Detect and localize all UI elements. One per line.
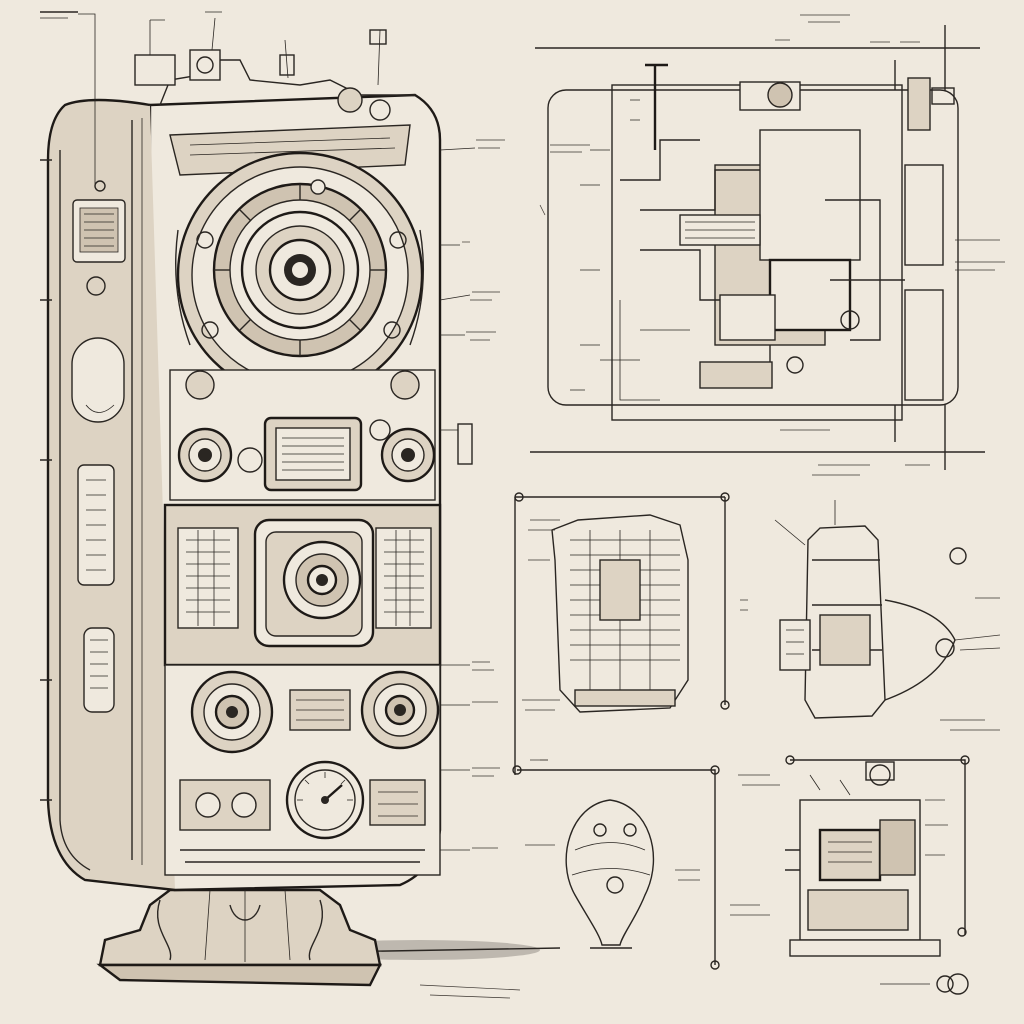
- mid-left-block-view: [514, 492, 730, 775]
- bottom-right-assembly-view: [730, 755, 970, 995]
- bottom-left-pod-view: [512, 759, 720, 970]
- mid-right-side-view: [740, 500, 1001, 731]
- main-machine-elevation: [40, 11, 561, 999]
- top-right-schematic: [530, 14, 1005, 476]
